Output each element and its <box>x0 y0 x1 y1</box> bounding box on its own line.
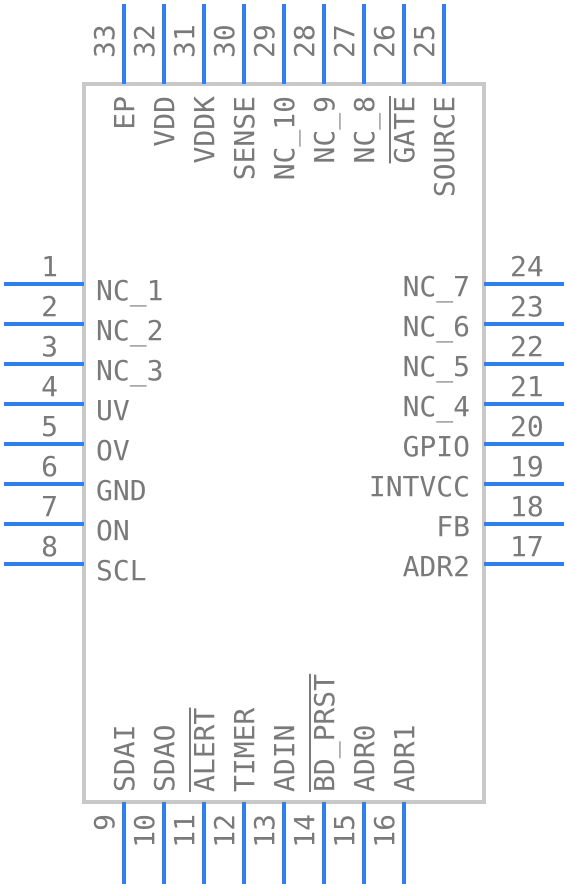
pin-number-15: 15 <box>328 814 361 848</box>
pin-name-vddk: VDDK <box>188 96 221 164</box>
pin-name-nc-9: NC_9 <box>308 96 342 163</box>
pin-number-13: 13 <box>248 814 281 848</box>
pin-name-gnd: GND <box>96 474 147 507</box>
pin-number-29: 29 <box>248 24 281 58</box>
pin-name-nc-5: NC_5 <box>403 350 470 384</box>
pin-number-26: 26 <box>368 24 401 58</box>
pin-number-19: 19 <box>510 450 544 483</box>
pin-name-sdai: SDAI <box>108 725 141 792</box>
pin-name-adr2: ADR2 <box>403 550 470 583</box>
pin-number-25: 25 <box>408 24 441 58</box>
pin-number-14: 14 <box>288 814 321 848</box>
pin-name-adr1: ADR1 <box>388 725 421 792</box>
pin-number-3: 3 <box>41 330 58 363</box>
pin-name-uv: UV <box>96 394 130 427</box>
pin-number-27: 27 <box>328 24 361 58</box>
pin-number-8: 8 <box>41 530 58 563</box>
pin-number-1: 1 <box>41 250 58 283</box>
pin-name-nc-3: NC_3 <box>96 354 163 388</box>
pin-name-gpio: GPIO <box>403 430 470 463</box>
pin-name-nc-2: NC_2 <box>96 314 163 348</box>
pin-number-5: 5 <box>41 410 58 443</box>
pin-number-16: 16 <box>368 814 401 848</box>
pin-number-33: 33 <box>88 24 121 58</box>
pin-name-vdd: VDD <box>148 96 181 147</box>
pin-number-12: 12 <box>208 814 241 848</box>
pin-number-31: 31 <box>168 24 201 58</box>
pin-number-4: 4 <box>41 370 58 403</box>
pin-name-adr0: ADR0 <box>348 725 381 792</box>
pin-name-nc-8: NC_8 <box>348 96 382 163</box>
pin-number-21: 21 <box>510 370 544 403</box>
pin-name-sense: SENSE <box>228 96 261 180</box>
pin-name-scl: SCL <box>96 554 147 587</box>
pin-name-intvcc: INTVCC <box>369 470 470 503</box>
pin-number-6: 6 <box>41 450 58 483</box>
pin-name-nc-10: NC_10 <box>268 96 302 180</box>
pin-number-24: 24 <box>510 250 544 283</box>
pin-number-11: 11 <box>168 814 201 848</box>
bottom-pins-group: 9 SDAI 10 SDAO 11 ALERT 12 TIMER 13 ADIN 14 BD_PRST… <box>88 673 421 884</box>
pin-name-fb: FB <box>436 510 470 543</box>
pin-name-gate: GATE <box>388 96 421 163</box>
pin-number-30: 30 <box>208 24 241 58</box>
pin-name-ov: OV <box>96 434 130 467</box>
pin-name-sdao: SDAO <box>148 725 181 792</box>
pin-number-9: 9 <box>88 814 121 831</box>
pin-number-22: 22 <box>510 330 544 363</box>
pin-name-nc-1: NC_1 <box>96 274 163 308</box>
pin-name-on: ON <box>96 514 130 547</box>
pin-name-timer: TIMER <box>228 708 261 792</box>
pin-number-20: 20 <box>510 410 544 443</box>
right-pins-group: 17ADR218FB19INTVCC20GPIO21NC_422NC_523NC… <box>369 250 564 583</box>
pin-name-adin: ADIN <box>268 725 301 792</box>
pin-number-32: 32 <box>128 24 161 58</box>
pin-name-alert: ALERT <box>188 708 221 792</box>
pin-name-nc-4: NC_4 <box>403 390 470 424</box>
pin-name-bd-prst: BD_PRST <box>308 674 342 792</box>
pin-number-7: 7 <box>41 490 58 523</box>
pin-number-2: 2 <box>41 290 58 323</box>
pin-number-10: 10 <box>128 814 161 848</box>
pin-name-ep: EP <box>108 96 141 130</box>
pin-name-source: SOURCE <box>428 96 461 197</box>
pin-name-nc-6: NC_6 <box>403 310 470 344</box>
pin-number-18: 18 <box>510 490 544 523</box>
pin-name-nc-7: NC_7 <box>403 270 470 304</box>
pin-number-17: 17 <box>510 530 544 563</box>
pin-number-23: 23 <box>510 290 544 323</box>
pin-number-28: 28 <box>288 24 321 58</box>
